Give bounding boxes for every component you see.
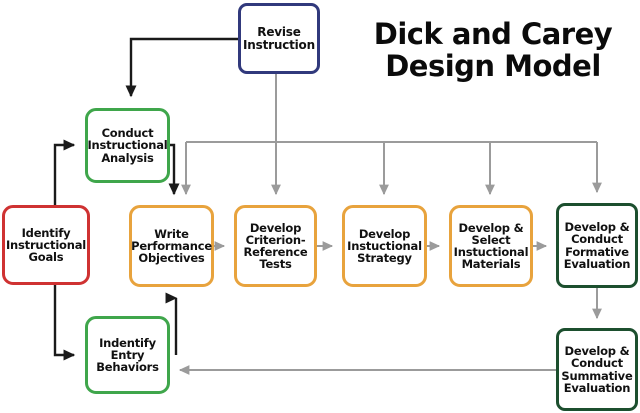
node-develop-conduct-summative-evaluation[interactable]: Develop & Conduct Summative Evaluation <box>556 328 638 411</box>
node-revise-instruction[interactable]: Revise Instruction <box>238 3 320 74</box>
connector-revise-to-conduct-analysis <box>125 37 238 98</box>
node-indentify-entry-behaviors[interactable]: Indentify Entry Behaviors <box>85 316 170 394</box>
node-develop-criterion-reference-tests[interactable]: Develop Criterion- Reference Tests <box>234 205 317 287</box>
node-write-performance-objectives[interactable]: Write Performance Objectives <box>129 205 214 287</box>
node-develop-select-instuctional-materials[interactable]: Develop & Select Instuctional Materials <box>449 205 533 287</box>
node-label: Identify Instructional Goals <box>5 225 87 265</box>
node-label: Indentify Entry Behaviors <box>96 335 159 375</box>
node-label: Develop & Select Instuctional Materials <box>453 220 529 272</box>
connector-conduct-analysis-to-objectives <box>168 143 180 196</box>
node-label: Revise Instruction <box>243 24 315 52</box>
node-develop-instuctional-strategy[interactable]: Develop Instuctional Strategy <box>342 205 427 287</box>
node-label: Conduct Instructional Analysis <box>87 126 168 165</box>
node-label: Develop Criterion- Reference Tests <box>243 220 308 272</box>
node-label: Develop & Conduct Formative Evaluation <box>563 220 631 271</box>
node-label: Develop & Conduct Summative Evaluation <box>561 344 633 395</box>
node-label: Write Performance Objectives <box>131 226 212 266</box>
node-conduct-instructional-analysis[interactable]: Conduct Instructional Analysis <box>85 108 170 183</box>
node-label: Develop Instuctional Strategy <box>347 226 422 266</box>
page-title: Dick and Carey Design Model <box>373 17 613 84</box>
node-develop-conduct-formative-evaluation[interactable]: Develop & Conduct Formative Evaluation <box>556 203 638 288</box>
node-identify-instructional-goals[interactable]: Identify Instructional Goals <box>2 205 90 285</box>
